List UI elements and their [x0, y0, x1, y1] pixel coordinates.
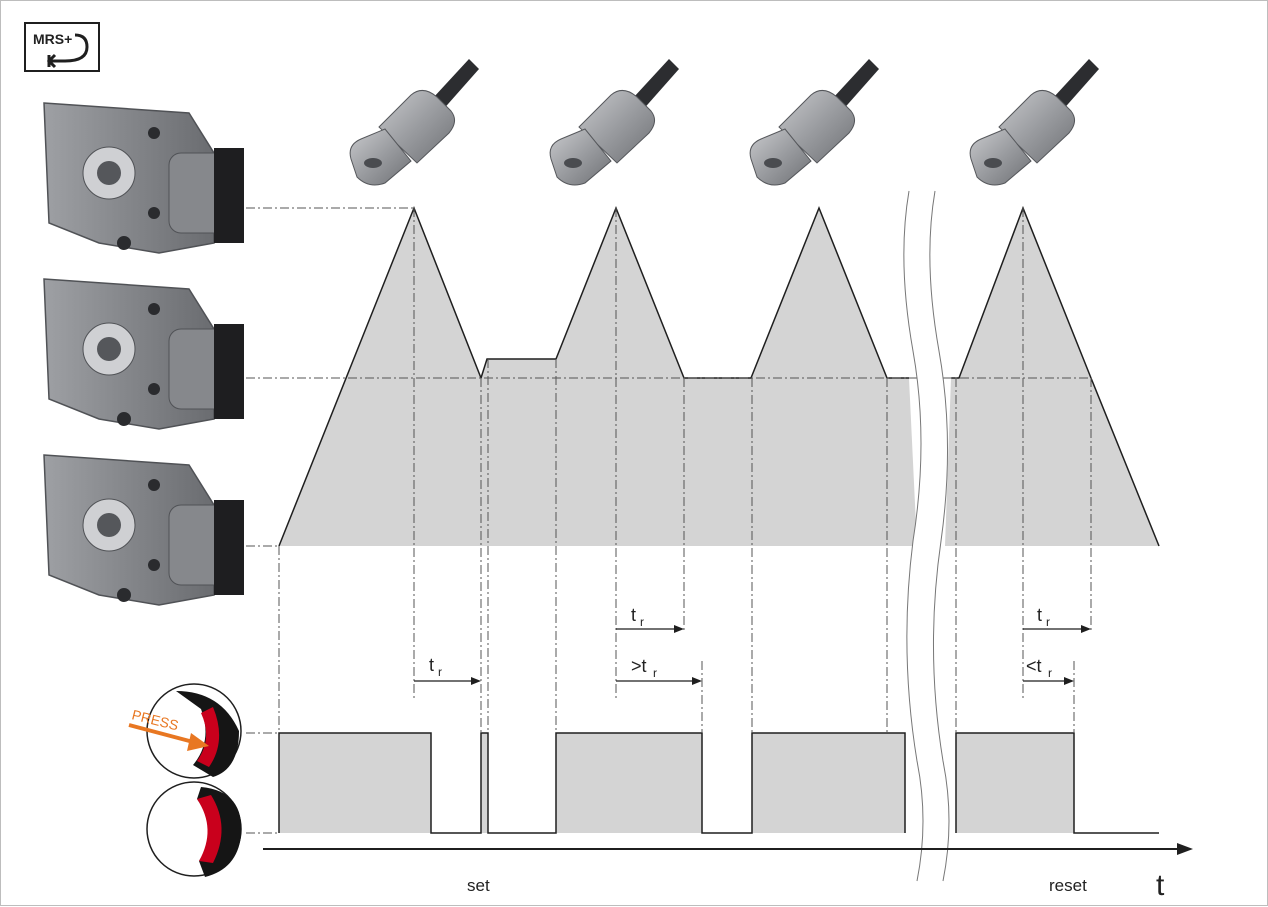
tr-label-3-sub: r: [1046, 615, 1050, 629]
lt-tr-label: <t: [1026, 656, 1042, 676]
stroke-area: [279, 208, 917, 546]
time-axis: [263, 843, 1193, 855]
gt-tr-label: >t: [631, 656, 647, 676]
mrs-logo-text: MRS+: [33, 31, 72, 47]
tr-label-3: t: [1037, 605, 1042, 625]
crimp-tool-open-icon: [43, 102, 245, 254]
lt-tr-label-sub: r: [1048, 666, 1052, 680]
time-axis-label: t: [1156, 869, 1165, 902]
gt-tr-label-sub: r: [653, 666, 657, 680]
mrs-logo: MRS+: [24, 22, 100, 72]
cable-lug-icon-4: [969, 58, 1100, 186]
time-break: [903, 190, 950, 882]
arrow-back-icon: [46, 53, 65, 69]
crimp-tool-closed-icon: [43, 454, 245, 606]
press-signal: [278, 732, 1159, 834]
reset-label: reset: [1049, 876, 1087, 895]
tr-label-2: t: [631, 605, 636, 625]
crimp-tool-mid-icon: [43, 278, 245, 430]
cable-lug-icon-1: [349, 58, 480, 186]
cable-lug-icon-2: [549, 58, 680, 186]
tr-label-2-sub: r: [640, 615, 644, 629]
set-label: set: [467, 876, 490, 895]
cable-lug-icon-3: [749, 58, 880, 186]
tr-arrows: [414, 625, 1091, 685]
stroke-area-after-break: [945, 208, 1159, 546]
press-button-pressed-icon: [146, 683, 242, 779]
tr-label-1-sub: r: [438, 665, 442, 679]
reference-lines: [246, 207, 1092, 834]
press-button-released-icon: [146, 781, 242, 877]
tr-label-1: t: [429, 655, 434, 675]
